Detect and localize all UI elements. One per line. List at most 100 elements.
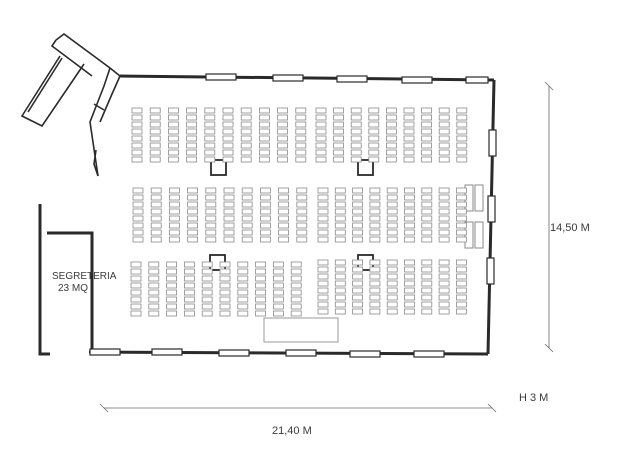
chair: [166, 261, 178, 268]
chair: [438, 259, 450, 266]
side-table: [474, 184, 484, 212]
chair: [131, 121, 143, 128]
chair: [277, 128, 289, 135]
chair: [438, 156, 450, 163]
chair: [386, 294, 398, 301]
chair: [421, 156, 433, 163]
chair: [201, 289, 213, 296]
chair: [386, 308, 398, 315]
chair: [438, 266, 450, 273]
chair: [295, 142, 307, 149]
window: [401, 76, 433, 84]
chair: [385, 107, 397, 114]
chair: [438, 142, 450, 149]
chair: [404, 280, 415, 287]
chair: [183, 261, 195, 268]
chair: [334, 280, 346, 287]
chair: [187, 187, 199, 194]
chair: [455, 201, 467, 208]
chair: [350, 156, 362, 163]
chair: [317, 266, 329, 273]
chair: [369, 194, 381, 201]
chair: [334, 201, 346, 208]
chair: [223, 222, 235, 229]
chair: [149, 128, 161, 135]
chair: [241, 236, 253, 243]
chair: [237, 289, 249, 296]
chair: [132, 215, 144, 222]
chair: [386, 287, 398, 294]
chair: [240, 114, 252, 121]
chair: [421, 121, 433, 128]
chair: [167, 128, 179, 135]
chair: [456, 135, 468, 142]
chair: [219, 282, 231, 289]
chair: [334, 294, 346, 301]
chair: [317, 308, 329, 315]
chair: [290, 296, 302, 303]
chair: [166, 268, 178, 275]
chair: [350, 107, 362, 114]
window: [151, 348, 183, 356]
chair: [455, 259, 467, 266]
stage-platform: [263, 317, 339, 343]
chair: [290, 268, 302, 275]
chair: [272, 303, 284, 310]
chair: [317, 208, 329, 215]
chair: [241, 187, 253, 194]
chair: [167, 142, 179, 149]
chair: [255, 282, 267, 289]
chair: [368, 142, 380, 149]
chair: [352, 259, 364, 266]
chair: [241, 229, 253, 236]
chair: [352, 222, 364, 229]
chair: [240, 107, 252, 114]
pillars: [209, 159, 374, 271]
chair: [456, 121, 468, 128]
chair: [386, 236, 398, 243]
chair: [166, 303, 178, 310]
chair: [240, 121, 252, 128]
chair: [317, 301, 329, 308]
chair: [223, 236, 235, 243]
chair: [386, 280, 398, 287]
length-label: 21,40 M: [272, 425, 312, 437]
chair: [204, 142, 216, 149]
chair: [296, 229, 308, 236]
chair: [334, 215, 346, 222]
window: [285, 349, 317, 357]
chair: [352, 229, 364, 236]
chair: [149, 156, 161, 163]
chair: [259, 201, 271, 208]
chair: [205, 236, 217, 243]
chair: [421, 135, 433, 142]
chair: [240, 142, 252, 149]
chair: [148, 275, 160, 282]
chair: [149, 149, 161, 156]
chair: [150, 208, 162, 215]
chair: [421, 142, 433, 149]
chair: [438, 128, 450, 135]
chair: [222, 149, 234, 156]
chair: [148, 296, 160, 303]
chair: [259, 194, 271, 201]
chair: [168, 194, 180, 201]
chair: [386, 187, 398, 194]
chair: [369, 280, 381, 287]
chair: [317, 259, 329, 266]
chair: [369, 294, 381, 301]
window: [488, 129, 497, 157]
chair: [438, 294, 450, 301]
chair: [317, 222, 329, 229]
chair: [403, 107, 415, 114]
chair: [204, 128, 216, 135]
chair: [148, 268, 160, 275]
chair: [315, 128, 327, 135]
chair: [166, 275, 178, 282]
chair: [277, 121, 289, 128]
chair: [404, 215, 415, 222]
chair: [131, 107, 143, 114]
chair: [277, 149, 289, 156]
chair: [259, 215, 271, 222]
chair: [334, 308, 346, 315]
